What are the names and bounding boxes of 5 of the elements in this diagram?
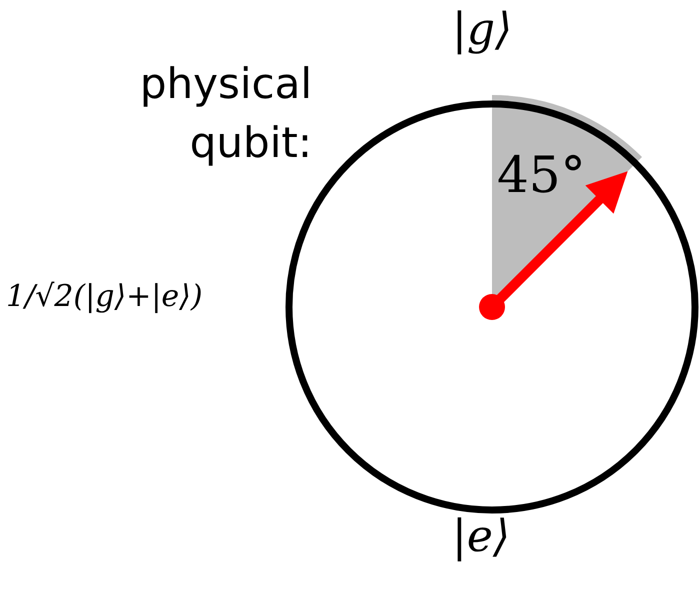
angle-label: 45° (497, 150, 586, 200)
superposition-formula: 1/√2(|g⟩+|e⟩) (6, 282, 203, 312)
excited-state-label: |e⟩ (452, 515, 510, 559)
qubit-label: physical qubit: (138, 58, 312, 169)
ground-state-label: |g⟩ (452, 8, 512, 52)
